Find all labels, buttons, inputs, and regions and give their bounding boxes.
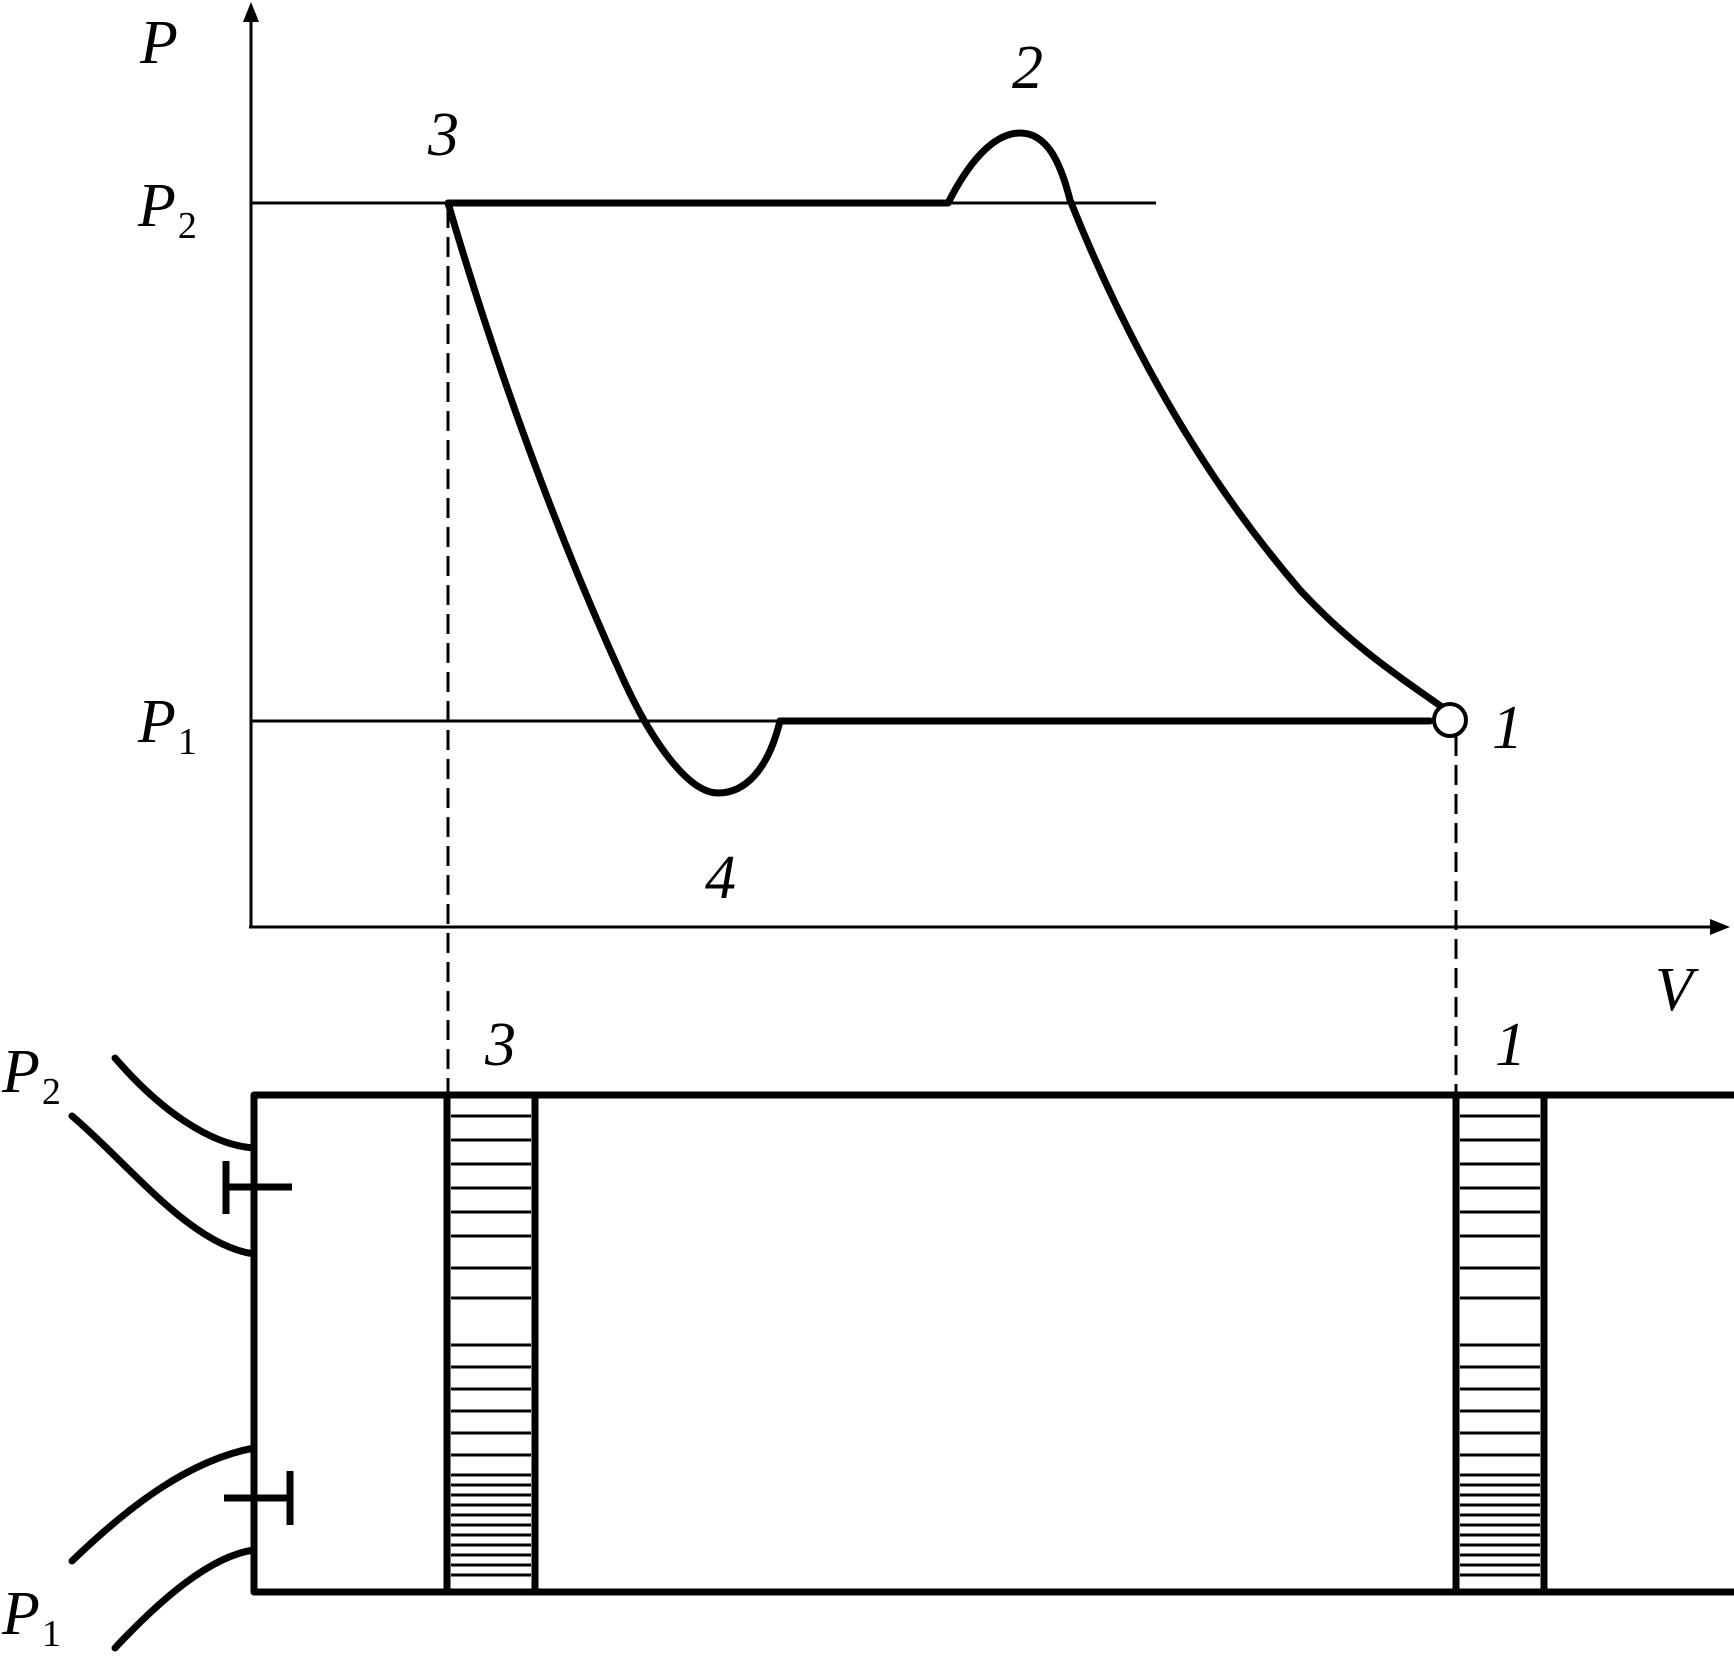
inlet-pipe-top-upper	[111, 1054, 258, 1152]
cylinder-wall	[250, 1091, 1734, 1596]
piston-right-hatching	[1460, 1114, 1540, 1577]
piston-right-label: 1	[1495, 1011, 1526, 1079]
inlet-top-label: P2	[1, 1038, 61, 1113]
state-point-3-label: 3	[427, 101, 459, 169]
p1-level-label: P1	[137, 688, 197, 763]
inlet-pipe-bottom-lower	[111, 1546, 258, 1652]
pv-chart: P V P2 P1 2 3 1 4	[137, 2, 1730, 1095]
inlet-pipe-bottom-upper	[68, 1444, 258, 1565]
p2-level-subscript: 2	[178, 205, 197, 247]
inlet-bottom-subscript: 1	[42, 1613, 61, 1655]
p1-level-subscript: 1	[178, 721, 197, 763]
p2-level-symbol: P	[137, 172, 176, 240]
inlet-top-subscript: 2	[42, 1071, 61, 1113]
state-point-1-marker	[1432, 702, 1468, 738]
p1-level-symbol: P	[137, 688, 176, 756]
piston-left-label: 3	[484, 1011, 516, 1079]
inlet-bottom-symbol: P	[1, 1580, 40, 1648]
state-point-4-label: 4	[705, 844, 736, 912]
cylinder: 3 1 P2 P1	[1, 1011, 1734, 1655]
p-axis-label: P	[139, 9, 178, 77]
v-axis-label: V	[1655, 956, 1699, 1024]
piston-right	[1452, 1091, 1548, 1596]
state-point-1-label: 1	[1492, 694, 1523, 762]
state-point-2-label: 2	[1012, 34, 1043, 102]
piston-left-hatching	[451, 1114, 531, 1577]
cycle-curve	[444, 129, 1454, 797]
piston-left	[443, 1091, 539, 1596]
p2-level-label: P2	[137, 172, 197, 247]
v-axis-arrowhead	[1710, 919, 1730, 935]
inlet-bottom-label: P1	[1, 1580, 61, 1655]
inlet-top-symbol: P	[1, 1038, 40, 1106]
p-axis-arrowhead	[243, 2, 259, 22]
inlet-pipe-top-lower	[68, 1112, 258, 1258]
